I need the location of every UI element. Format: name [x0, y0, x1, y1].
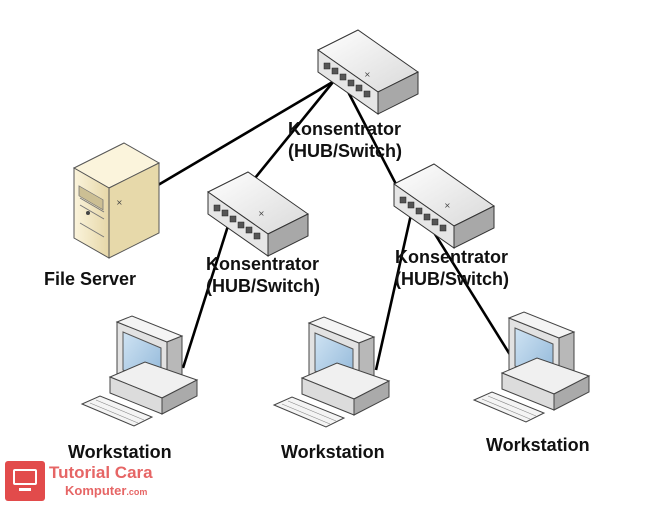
hub-right-icon: × — [393, 163, 495, 249]
svg-text:×: × — [364, 70, 371, 79]
svg-text:×: × — [116, 198, 123, 207]
hub-top-icon: × — [317, 29, 419, 115]
hub-left-label-line2: (HUB/Switch) — [206, 276, 320, 296]
hub-left-label: Konsentrator (HUB/Switch) — [206, 253, 320, 297]
link-hub-right-to-workstation-2 — [374, 209, 414, 371]
workstation-1-label: Workstation — [68, 442, 172, 462]
watermark-line2-suffix: .com — [126, 487, 148, 497]
link-server-to-hub-top — [152, 78, 337, 190]
connections — [152, 78, 534, 391]
workstation-2-label: Workstation — [281, 442, 385, 462]
watermark-line1: Tutorial Cara — [49, 463, 153, 482]
hub-left-label-line1: Konsentrator — [206, 254, 320, 274]
hub-top-label: Konsentrator (HUB/Switch) — [288, 118, 402, 162]
file-server-icon: × — [72, 142, 161, 259]
workstation-3-icon — [472, 311, 591, 423]
hub-right-label: Konsentrator (HUB/Switch) — [395, 246, 509, 290]
watermark-line2: Komputer.com — [65, 483, 147, 498]
link-hub-left-to-workstation-1 — [181, 209, 235, 369]
file-server-label: File Server — [44, 269, 137, 289]
watermark-line2-text: Komputer — [65, 483, 127, 498]
svg-text:×: × — [258, 209, 265, 218]
hub-left-icon: × — [207, 171, 309, 257]
hub-right-label-line1: Konsentrator — [395, 247, 509, 267]
hub-right-label-line2: (HUB/Switch) — [395, 269, 509, 289]
monitor-logo-icon — [5, 461, 45, 501]
site-watermark: Tutorial Cara Komputer.com — [5, 461, 175, 501]
workstation-2-icon — [272, 316, 391, 428]
workstation-3-label: Workstation — [486, 435, 590, 455]
workstation-1-icon — [80, 315, 199, 427]
hub-top-label-line1: Konsentrator — [288, 119, 402, 139]
hub-top-label-line2: (HUB/Switch) — [288, 141, 402, 161]
svg-text:×: × — [444, 201, 451, 210]
